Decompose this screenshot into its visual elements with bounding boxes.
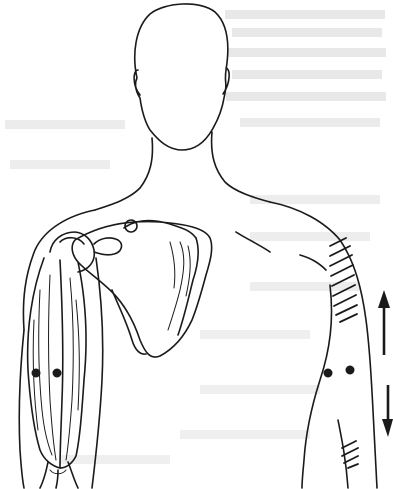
- down-arrow-icon: [382, 385, 393, 437]
- trigger-points-right: [324, 366, 355, 378]
- trigger-points-left: [32, 369, 62, 378]
- torso-outline: [23, 202, 377, 488]
- trigger-point: [53, 369, 62, 378]
- referred-pain-hatching-shoulder: [330, 238, 357, 322]
- up-arrow-icon: [378, 290, 390, 355]
- scapula: [72, 221, 211, 358]
- referred-pain-hatching-elbow: [342, 441, 358, 468]
- trigger-point: [324, 369, 333, 378]
- neck-outline: [95, 132, 270, 210]
- trigger-point: [346, 366, 355, 375]
- trigger-point: [32, 369, 41, 378]
- head-outline: [134, 4, 229, 150]
